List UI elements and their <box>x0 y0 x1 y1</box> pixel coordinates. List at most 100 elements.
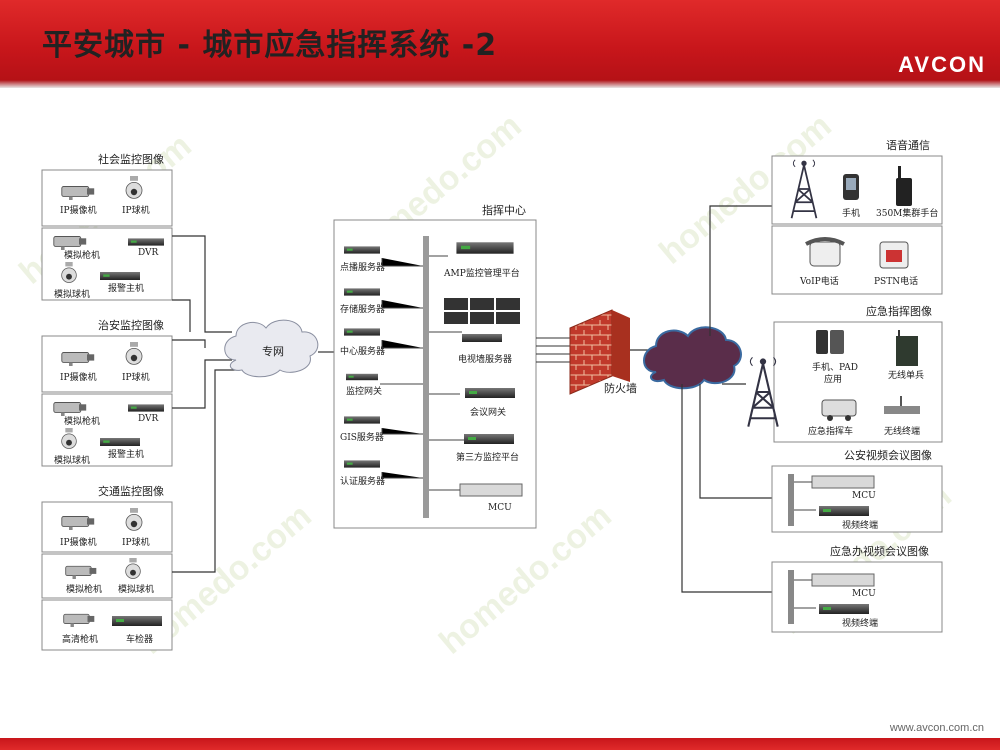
alarm-host-label: 报警主机 <box>108 448 144 460</box>
footer-bar <box>0 738 1000 750</box>
ip-camera-label: IP摄像机 <box>60 204 97 216</box>
analog-dome-label: 模拟球机 <box>118 583 154 595</box>
mobile-label: 手机 <box>842 207 860 219</box>
ip-camera-label: IP摄像机 <box>60 536 97 548</box>
alarm-host-icon <box>100 438 140 446</box>
device-label: 电视墙服务器 <box>458 353 512 365</box>
firewall-label: 防火墙 <box>604 381 637 395</box>
mcu-label: MCU <box>852 589 876 599</box>
server-icon <box>344 416 380 424</box>
server-item: 监控网关 <box>346 373 382 397</box>
topology-diagram: 社会监控图像 IP摄像机 IP球机 模拟枪机 DVR 模拟球机 报警主机 治安监… <box>41 138 943 651</box>
trunk-radio-label: 350M集群手台 <box>876 207 938 219</box>
analog-dome-label: 模拟球机 <box>54 288 90 300</box>
dvr-label: DVR <box>138 248 159 258</box>
command-vehicle-label: 应急指挥车 <box>808 425 853 437</box>
wireless-terminal-label: 无线终端 <box>884 425 920 437</box>
right-connector-lines <box>681 205 772 593</box>
private-network-cloud: 专网 <box>224 319 319 378</box>
alarm-host-label: 报警主机 <box>108 282 144 294</box>
emergency-command-panel: 应急指挥图像 手机、PAD 应用 无线单兵 应急指挥车 无线终端 <box>747 304 943 443</box>
ip-camera-label: IP摄像机 <box>60 371 97 383</box>
connector-lines-left <box>172 235 240 573</box>
server-icon <box>344 460 380 468</box>
server-label: 存储服务器 <box>340 303 385 315</box>
alarm-host-icon <box>100 272 140 280</box>
internet-cloud <box>643 326 742 390</box>
social-panel-title: 社会监控图像 <box>98 152 164 166</box>
device-bus-lines <box>429 255 464 491</box>
server-label: 监控网关 <box>346 385 382 397</box>
command-center-title: 指挥中心 <box>482 203 526 217</box>
device-item: 第三方监控平台 <box>456 434 519 463</box>
plate-detector-icon <box>112 616 162 626</box>
server-label: 点播服务器 <box>340 261 385 273</box>
amp-platform-icon <box>456 242 514 254</box>
page-title: 平安城市 - 城市应急指挥系统 -2 <box>42 28 498 63</box>
wireless-soldier-label: 无线单兵 <box>888 369 924 381</box>
police-conf-title: 公安视频会议图像 <box>844 448 932 462</box>
dvr-icon <box>128 404 164 412</box>
office-conference-panel: 应急办视频会议图像 MCU 视频终端 <box>771 544 943 633</box>
traffic-panel-title: 交通监控图像 <box>98 484 164 498</box>
mcu-icon <box>811 573 875 587</box>
video-wall-icon <box>444 298 520 342</box>
mobile-pad-label: 手机、PAD <box>812 361 858 373</box>
firewall: 防火墙 <box>569 309 637 395</box>
ip-dome-label: IP球机 <box>122 204 150 216</box>
server-bus-lines <box>380 258 423 479</box>
analog-dome-label: 模拟球机 <box>54 454 90 466</box>
radio-handset-icon <box>896 166 912 206</box>
server-list: 点播服务器 存储服务器 中心服务器 监控网关 GIS服务器 认证服务器 <box>340 246 385 487</box>
wireless-soldier-icon <box>896 330 918 366</box>
brand-logo: AVCON <box>898 52 986 77</box>
pstn-label: PSTN电话 <box>874 275 918 287</box>
center-to-firewall-lines <box>536 337 570 363</box>
pstn-phone-icon <box>879 241 909 269</box>
voice-communication-panel: 语音通信 手机 350M集群手台 VoIP电话 PSTN电话 <box>771 138 943 295</box>
device-item: 电视墙服务器 <box>444 298 520 365</box>
voice-panel-title: 语音通信 <box>886 138 930 152</box>
mcu-label: MCU <box>852 491 876 501</box>
server-item: GIS服务器 <box>340 416 384 443</box>
video-terminal-label: 视频终端 <box>842 617 878 629</box>
plate-detector-label: 车检器 <box>126 633 153 645</box>
mobile-pad-icon <box>816 330 844 354</box>
ip-dome-label: IP球机 <box>122 371 150 383</box>
third-party-platform-icon <box>464 434 514 444</box>
analog-camera-label: 模拟枪机 <box>64 249 100 261</box>
mobile-phone-icon <box>843 174 859 200</box>
analog-camera-label: 模拟枪机 <box>64 415 100 427</box>
police-conference-panel: 公安视频会议图像 MCU 视频终端 <box>771 448 943 533</box>
private-network-label: 专网 <box>262 344 284 358</box>
office-conf-title: 应急办视频会议图像 <box>830 544 929 558</box>
wireless-terminal-icon <box>884 396 920 414</box>
header-band <box>0 80 1000 88</box>
device-list: AMP监控管理平台 电视墙服务器 会议网关 第三方监控平台 MCU <box>443 242 523 513</box>
app-label: 应用 <box>824 373 842 385</box>
mcu-icon <box>459 483 523 497</box>
dvr-label: DVR <box>138 414 159 424</box>
conference-gateway-icon <box>465 388 515 398</box>
dvr-icon <box>128 238 164 246</box>
voip-phone-icon <box>805 237 845 267</box>
video-terminal-label: 视频终端 <box>842 519 878 531</box>
ip-dome-label: IP球机 <box>122 536 150 548</box>
footer-url: www.avcon.com.cn <box>889 722 984 734</box>
server-label: 认证服务器 <box>340 475 385 487</box>
traffic-monitoring-panel: 交通监控图像 IP摄像机 IP球机 模拟枪机 模拟球机 高清枪机 车检器 <box>41 484 173 651</box>
device-label: AMP监控管理平台 <box>443 267 520 279</box>
voip-label: VoIP电话 <box>799 275 839 287</box>
device-label: MCU <box>488 503 512 513</box>
device-label: 第三方监控平台 <box>456 451 519 463</box>
server-item: 点播服务器 <box>340 246 385 273</box>
server-item: 中心服务器 <box>340 328 385 357</box>
police-panel-title: 治安监控图像 <box>98 318 164 332</box>
gateway-icon <box>346 373 378 381</box>
server-icon <box>344 288 380 296</box>
server-item: 存储服务器 <box>340 288 385 315</box>
device-item: 会议网关 <box>465 388 515 418</box>
video-terminal-icon <box>819 506 869 516</box>
hd-camera-label: 高清枪机 <box>62 633 98 645</box>
device-label: 会议网关 <box>470 406 506 418</box>
